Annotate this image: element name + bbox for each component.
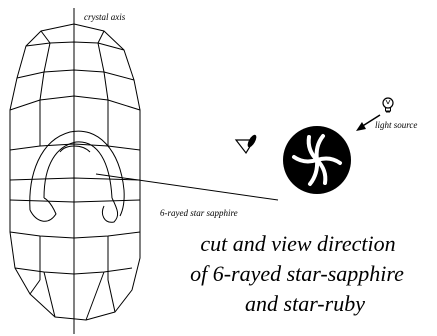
caption-line-2: of 6-rayed star-sapphire [190,261,404,286]
light-source-label: light source [375,120,417,130]
crystal-axis-label: crystal axis [84,12,126,22]
eye-icon [236,133,258,153]
caption-line-1: cut and view direction [200,231,395,256]
lightbulb-icon [383,98,393,112]
caption-line-3: and star-ruby [245,291,365,316]
star-sapphire-sphere [283,126,351,194]
sapphire-crystal [10,24,140,320]
star-sapphire-label: 6-rayed star sapphire [160,208,238,218]
